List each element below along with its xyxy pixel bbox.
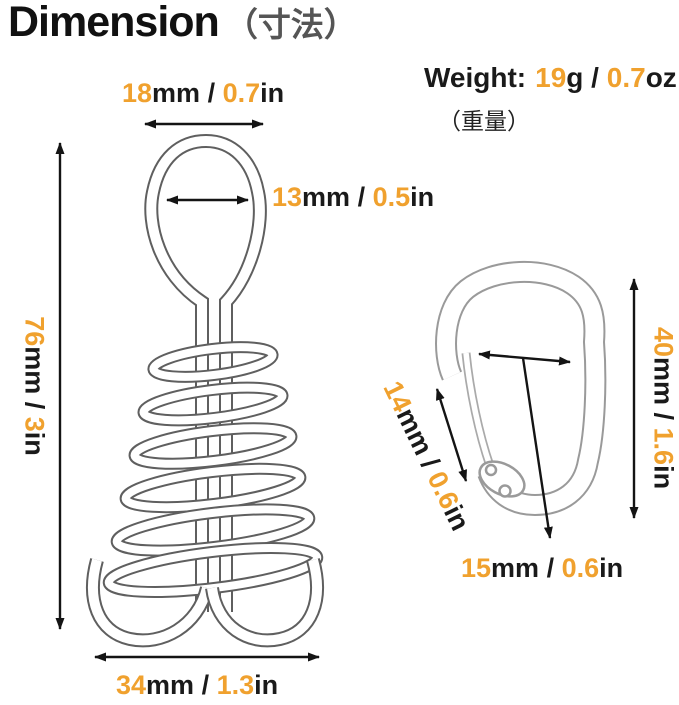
carabiner-height-label: 40mm / 1.6in	[648, 326, 679, 490]
carabiner-gate-arrow	[435, 388, 468, 482]
peg-height-label: 76mm / 3in	[19, 316, 50, 456]
weight-label-japanese: （重量）	[438, 108, 530, 134]
title-english: Dimension	[8, 0, 220, 46]
carabiner-hinge	[478, 460, 526, 498]
carabiner-illustration	[435, 260, 607, 517]
spiral-peg-illustration	[86, 133, 324, 648]
carabiner-opening-leader-line	[521, 357, 553, 539]
weight-label: Weight:19g / 0.7oz	[424, 62, 677, 93]
peg-top-width-label: 18mm / 0.7in	[122, 78, 285, 108]
peg-base-width-label: 34mm / 1.3in	[116, 670, 279, 700]
carabiner-opening-arrow	[478, 350, 571, 366]
peg-loop-inner-label: 13mm / 0.5in	[272, 182, 435, 212]
peg-spring-coils	[102, 341, 324, 598]
carabiner-opening-label: 15mm / 0.6in	[461, 553, 624, 583]
title-japanese: （寸法）	[224, 6, 357, 43]
peg-loop-fill	[146, 135, 265, 612]
page-title: Dimension（寸法）	[8, 0, 357, 47]
